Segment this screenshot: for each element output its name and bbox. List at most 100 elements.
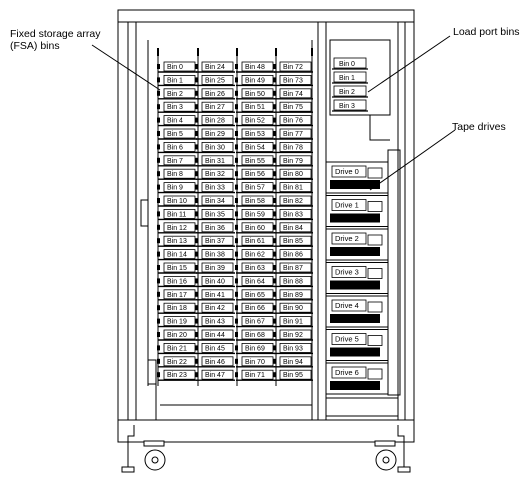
fsa-bin-label: Bin 28 xyxy=(205,118,225,125)
fsa-bin xyxy=(201,302,234,313)
fsa-bin-tab xyxy=(235,171,238,177)
tape-drives-callout-label: Tape drives xyxy=(452,121,506,133)
fsa-bin-tab xyxy=(235,291,238,297)
fsa-bin-tab xyxy=(273,318,276,324)
fsa-bin xyxy=(279,222,312,233)
fsa-bin-label: Bin 5 xyxy=(167,131,183,138)
fsa-bin-tab xyxy=(235,358,238,364)
fsa-bin-label: Bin 34 xyxy=(205,198,225,205)
fsa-bin-tab xyxy=(235,77,238,83)
fsa-bin xyxy=(201,182,234,193)
fsa-bin xyxy=(201,342,234,353)
fsa-bin-label: Bin 0 xyxy=(167,64,183,71)
load-port-callout-label: Load port bins xyxy=(453,26,520,38)
fsa-bin-label: Bin 66 xyxy=(245,305,265,312)
door-latch xyxy=(140,199,149,227)
fsa-lower-bracket xyxy=(147,359,157,385)
fsa-bin-tab xyxy=(273,77,276,83)
fsa-bin-tab xyxy=(235,211,238,217)
fsa-bin-tab xyxy=(195,358,198,364)
fsa-bin xyxy=(201,289,234,300)
fsa-bin xyxy=(201,356,234,367)
fsa-bin-tab xyxy=(235,104,238,110)
fsa-bin-label: Bin 2 xyxy=(167,91,183,98)
fsa-bin-label: Bin 9 xyxy=(167,185,183,192)
fsa-bin-label: Bin 36 xyxy=(205,225,225,232)
fsa-bin xyxy=(201,316,234,327)
fsa-bin-tab xyxy=(235,345,238,351)
fsa-bin-tab xyxy=(273,305,276,311)
fsa-bin xyxy=(279,115,312,125)
tape-drive-slot xyxy=(367,167,383,179)
fsa-bin-tab xyxy=(195,372,198,378)
fsa-bin-tab xyxy=(235,157,238,163)
cabinet-base xyxy=(117,419,415,443)
fsa-bin-label: Bin 33 xyxy=(205,185,225,192)
caster-right xyxy=(374,440,411,473)
fsa-bin-tab xyxy=(195,184,198,190)
fsa-bin-tab xyxy=(273,157,276,163)
fsa-bin-label: Bin 4 xyxy=(167,118,183,125)
fsa-bin-label: Bin 95 xyxy=(283,372,303,379)
fsa-bin-label: Bin 12 xyxy=(167,225,187,232)
fsa-bin-tab xyxy=(273,372,276,378)
fsa-bin-label: Bin 69 xyxy=(245,345,265,352)
tape-drive-slot xyxy=(367,268,383,279)
tape-drive-slot xyxy=(367,301,383,313)
fsa-bin-tab xyxy=(157,144,160,150)
fsa-bin xyxy=(279,88,312,99)
tape-drive-label: Drive 3 xyxy=(335,268,359,277)
fsa-bin xyxy=(279,275,312,286)
fsa-bin-tab xyxy=(273,117,276,123)
leveler-foot-right xyxy=(397,425,405,468)
fsa-bin-tab xyxy=(157,332,160,337)
fsa-bin-tab xyxy=(235,117,238,123)
fsa-bin-tab xyxy=(235,332,238,337)
fsa-bin-tab xyxy=(235,64,238,69)
load-port-leader-line xyxy=(367,35,451,93)
fsa-bin-tab xyxy=(195,77,198,83)
fsa-bin xyxy=(279,168,312,179)
tape-drive-label: Drive 6 xyxy=(335,368,359,377)
fsa-bin-tab xyxy=(157,90,160,96)
fsa-bin-tab xyxy=(273,198,276,203)
fsa-bin-tab xyxy=(157,104,160,110)
fsa-bin-label: Bin 46 xyxy=(205,359,225,366)
fsa-bin-label: Bin 92 xyxy=(283,332,303,339)
fsa-bin-tab xyxy=(235,131,238,136)
leader-lines xyxy=(91,35,456,191)
fsa-bin-tab xyxy=(157,157,160,163)
fsa-bin xyxy=(279,329,312,340)
casters xyxy=(121,440,411,473)
fsa-bin-label: Bin 83 xyxy=(283,211,303,218)
tape-drive-label-plate xyxy=(331,232,367,245)
fsa-bin-tab xyxy=(195,131,198,136)
fsa-bin-label: Bin 76 xyxy=(283,118,303,125)
fsa-bin-label: Bin 87 xyxy=(283,265,303,272)
fsa-bin xyxy=(201,275,234,286)
fsa-bin xyxy=(201,75,234,85)
fsa-bin xyxy=(201,329,234,340)
fsa-bin-tab xyxy=(195,104,198,110)
fsa-bin-tab xyxy=(157,131,160,136)
fsa-bin-label: Bin 24 xyxy=(205,64,225,71)
fsa-bin-tab xyxy=(235,184,238,190)
tape-drive-label: Drive 2 xyxy=(335,234,359,243)
fsa-bin-tab xyxy=(235,372,238,378)
fsa-bin-label: Bin 58 xyxy=(245,198,265,205)
fsa-bin-tab xyxy=(195,305,198,311)
fsa-bin-tab xyxy=(157,211,160,217)
fsa-bin-tab xyxy=(273,278,276,284)
fsa-bin-label: Bin 10 xyxy=(167,198,187,205)
fsa-bin-tab xyxy=(235,144,238,150)
fsa-bin-label: Bin 89 xyxy=(283,292,303,299)
fsa-bin xyxy=(279,182,312,193)
fsa-bin-tab xyxy=(273,224,276,230)
fsa-bin xyxy=(279,369,312,380)
fsa-bin-tab xyxy=(195,251,198,257)
fsa-bin-tab xyxy=(235,238,238,244)
fsa-bin xyxy=(279,208,312,219)
load-port-bin xyxy=(333,99,367,111)
fsa-bin-tab xyxy=(195,117,198,123)
fsa-bin-label: Bin 48 xyxy=(245,64,265,71)
